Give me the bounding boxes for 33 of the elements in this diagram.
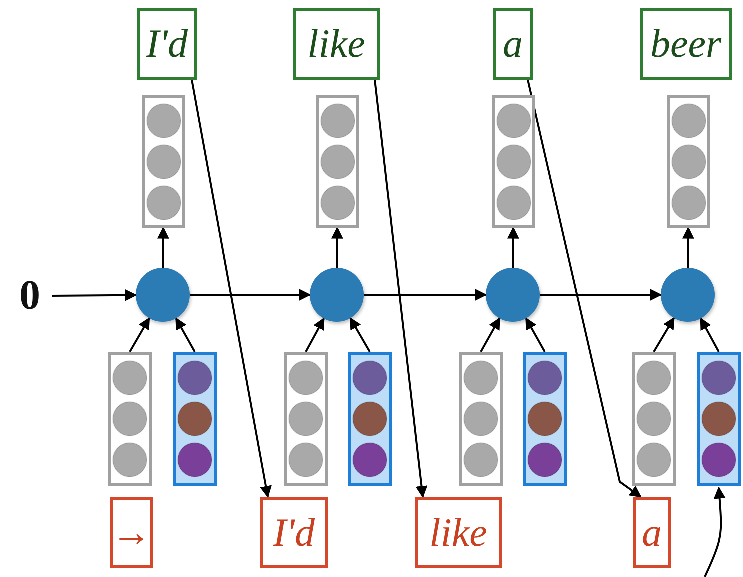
output-word-box: like	[293, 8, 380, 80]
input-word-box: I'd	[260, 497, 328, 568]
arrow	[374, 80, 428, 498]
arrow	[525, 318, 546, 352]
arrow	[175, 318, 196, 352]
arrow	[700, 318, 720, 352]
arrow	[682, 226, 694, 268]
output-word-box: a	[493, 8, 533, 80]
output-word-box: beer	[640, 8, 732, 80]
arrow	[157, 226, 170, 268]
arrow	[129, 317, 150, 352]
input-word-box: like	[415, 497, 502, 568]
hidden-state-circle	[661, 268, 715, 322]
arrow	[704, 486, 726, 577]
arrow	[350, 317, 371, 352]
arrow	[364, 289, 488, 301]
initial-state-label: 0	[8, 270, 52, 322]
hidden-state-circle	[310, 268, 364, 322]
arrow	[190, 289, 312, 301]
hidden-state-circle	[486, 268, 540, 322]
arrow	[507, 226, 520, 268]
arrow	[540, 289, 662, 301]
input-word-box: →	[110, 497, 153, 568]
arrow	[191, 80, 272, 498]
arrow	[527, 80, 642, 498]
input-word-box: a	[633, 497, 671, 568]
arrow	[52, 289, 138, 302]
output-word-box: I'd	[137, 8, 197, 80]
arrow	[331, 226, 344, 268]
arrow	[653, 317, 676, 353]
arrow	[305, 318, 325, 352]
hidden-state-circle	[136, 268, 190, 322]
arrow	[480, 318, 501, 352]
